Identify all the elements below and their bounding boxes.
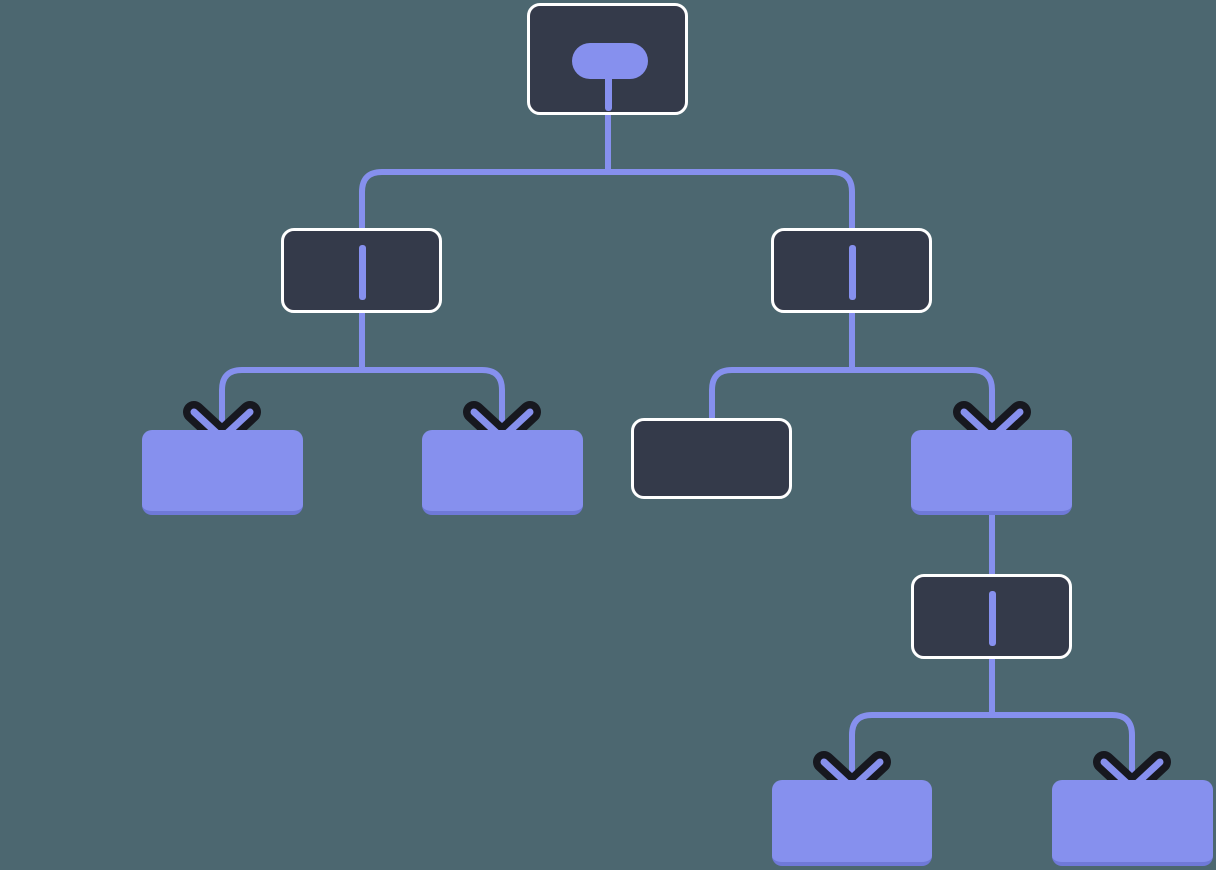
- node-level4-leaf-1[interactable]: [772, 780, 932, 866]
- edge-n1-n2: [359, 112, 611, 231]
- pill-stem-icon-stem: [605, 74, 612, 111]
- node-level3[interactable]: [911, 574, 1072, 659]
- node-level2-empty[interactable]: [631, 418, 792, 499]
- edge-n3-n7: [849, 310, 995, 439]
- edge-n2-n4: [219, 310, 365, 439]
- edge-n1-n3: [605, 112, 855, 231]
- node-level1-right[interactable]: [771, 228, 932, 313]
- edge-n8-n9: [849, 656, 995, 789]
- node-level4-leaf-2[interactable]: [1052, 780, 1213, 866]
- node-root[interactable]: [527, 3, 688, 115]
- edge-n2-n5: [359, 310, 505, 439]
- edge-group-root: [219, 112, 1135, 789]
- vertical-bar-icon: [849, 245, 856, 300]
- vertical-bar-icon: [359, 245, 366, 300]
- node-level2-leaf-2[interactable]: [422, 430, 583, 515]
- node-level1-left[interactable]: [281, 228, 442, 313]
- node-level2-leaf-1[interactable]: [142, 430, 303, 515]
- node-level2-leaf-3[interactable]: [911, 430, 1072, 515]
- pill-stem-icon: [572, 43, 648, 79]
- edge-n8-n10: [989, 656, 1135, 789]
- vertical-bar-icon: [989, 591, 996, 646]
- edge-n3-n6: [709, 310, 855, 421]
